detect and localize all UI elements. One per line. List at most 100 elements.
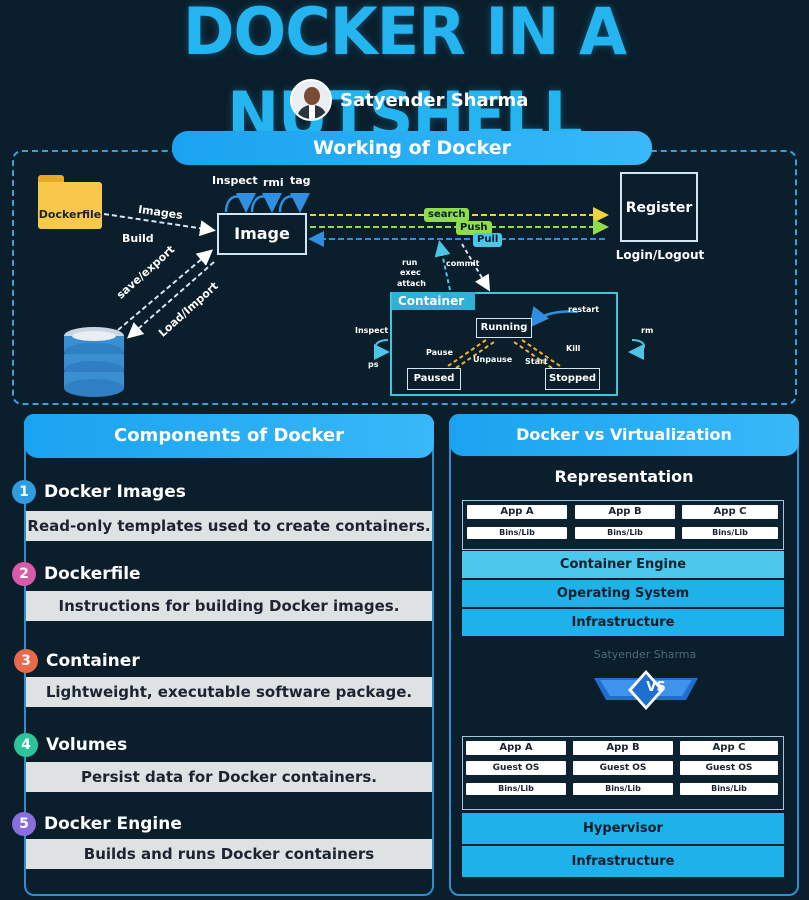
bins-label: Bins/Lib [575, 527, 675, 539]
author-avatar [290, 79, 332, 121]
start-label: Start [525, 357, 548, 366]
virtualization-header: Docker vs Virtualization Representation [449, 414, 799, 486]
rmi-loop [250, 192, 282, 213]
load-import-arrow [126, 261, 215, 339]
container-engine-layer: Container Engine [462, 551, 784, 578]
container-app-c: App C Bins/Lib [682, 505, 778, 539]
main-title: DOCKER IN A NUTSHELL [183, 0, 627, 154]
inspect-ps-curl [373, 339, 390, 360]
tag-label: tag [290, 174, 311, 187]
app-label: App A [467, 505, 567, 519]
start-arrow [513, 341, 553, 369]
kill-arrow [521, 339, 561, 367]
database-icon [64, 327, 124, 397]
vm-app-c: App C Guest OS Bins/Lib [680, 741, 778, 795]
component-title: Volumes [46, 735, 128, 755]
vm-app-b: App B Guest OS Bins/Lib [573, 741, 673, 795]
build-label: Build [122, 232, 154, 245]
number-badge: 1 [12, 480, 36, 504]
author-row: Satyender Sharma [290, 78, 528, 122]
component-item-4: 4 Volumes [14, 733, 127, 757]
container-box [390, 292, 618, 396]
number-badge: 4 [14, 733, 38, 757]
pause-label: Pause [426, 348, 453, 357]
bins-label: Bins/Lib [573, 783, 673, 795]
app-label: App C [682, 505, 778, 519]
rmi-label: rmi [263, 176, 284, 189]
watermark: Satyender Sharma [593, 648, 697, 661]
components-header: Components of Docker [24, 414, 434, 458]
inspect-label: Inspect [212, 174, 258, 187]
component-desc: Instructions for building Docker images. [26, 591, 432, 621]
folder-icon [38, 175, 102, 229]
vs-label: VS [646, 680, 666, 695]
component-desc: Persist data for Docker containers. [26, 762, 432, 792]
bins-label: Bins/Lib [680, 783, 778, 795]
number-badge: 2 [12, 562, 36, 586]
image-node: Image [217, 213, 307, 255]
run-label: run [402, 258, 418, 267]
component-title: Docker Images [44, 482, 186, 502]
vs-badge-icon [594, 670, 698, 710]
component-item-3: 3 Container [14, 649, 140, 673]
vm-app-a: App A Guest OS Bins/Lib [466, 741, 566, 795]
register-node: Register [620, 172, 698, 242]
pause-arrow [447, 339, 487, 367]
component-item-1: 1 Docker Images [12, 480, 186, 504]
app-label: App C [680, 741, 778, 755]
container-infrastructure-layer: Infrastructure [462, 609, 784, 636]
commit-label: commit [446, 259, 480, 268]
container-app-a: App A Bins/Lib [467, 505, 567, 539]
component-item-5: 5 Docker Engine [12, 812, 182, 836]
author-name: Satyender Sharma [340, 89, 529, 111]
app-label: App B [575, 505, 675, 519]
number-badge: 3 [14, 649, 38, 673]
unpause-arrow [455, 341, 495, 369]
attach-label: attach [397, 279, 426, 288]
component-title: Container [46, 651, 140, 671]
login-logout-label: Login/Logout [615, 248, 705, 262]
rm-label: rm [641, 326, 654, 335]
inspect-loop [224, 192, 256, 213]
guest-os-label: Guest OS [573, 761, 673, 775]
paused-state: Paused [407, 368, 461, 390]
search-tag: search [424, 208, 470, 222]
kill-label: Kill [566, 344, 581, 353]
bins-label: Bins/Lib [466, 783, 566, 795]
working-header: Working of Docker [172, 131, 652, 165]
build-arrow [103, 213, 216, 237]
operating-system-layer: Operating System [462, 580, 784, 607]
dockerfile-label: Dockerfile [38, 208, 102, 221]
bins-label: Bins/Lib [682, 527, 778, 539]
push-tag: Push [456, 221, 492, 235]
app-label: App A [466, 741, 566, 755]
guest-os-label: Guest OS [680, 761, 778, 775]
tag-loop [278, 192, 310, 213]
container-app-b: App B Bins/Lib [575, 505, 675, 539]
commit-arrow [434, 240, 451, 291]
ps-label: ps [368, 360, 379, 369]
pull-tag: Pull [473, 233, 503, 247]
stopped-state: Stopped [545, 368, 600, 390]
component-title: Dockerfile [44, 564, 141, 584]
app-label: App B [573, 741, 673, 755]
component-desc: Builds and runs Docker containers [26, 839, 432, 869]
unpause-label: Unpause [473, 355, 513, 364]
bins-label: Bins/Lib [467, 527, 567, 539]
run-arrow [461, 243, 491, 292]
restart-loop [528, 306, 579, 328]
component-item-2: 2 Dockerfile [12, 562, 141, 586]
container-title: Container [392, 292, 475, 310]
rm-curl [628, 339, 645, 360]
hypervisor-layer: Hypervisor [462, 813, 784, 844]
vm-infrastructure-layer: Infrastructure [462, 846, 784, 877]
component-title: Docker Engine [44, 814, 182, 834]
running-state: Running [476, 318, 532, 338]
save-export-arrow [117, 249, 214, 331]
guest-os-label: Guest OS [466, 761, 566, 775]
inspect-container-label: Inspect [355, 326, 389, 335]
component-desc: Lightweight, executable software package… [26, 677, 432, 707]
restart-label: restart [568, 305, 600, 314]
number-badge: 5 [12, 812, 36, 836]
